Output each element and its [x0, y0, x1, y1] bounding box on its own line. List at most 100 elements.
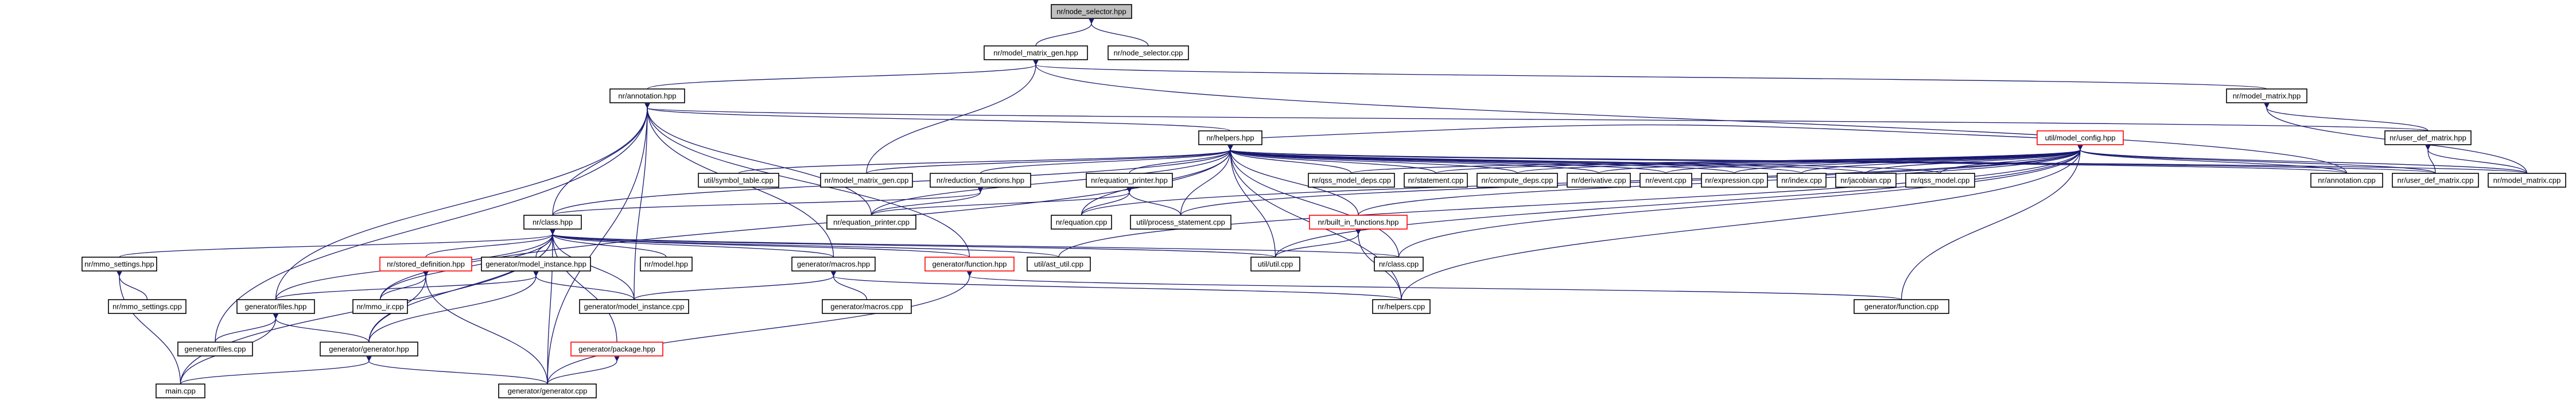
edge-event-cpp-to-model-config-hpp [1665, 145, 2083, 174]
node-label: generator/macros.cpp [830, 303, 903, 311]
edge-user-def-matrix-hpp-to-annotation-hpp [644, 103, 2429, 131]
node-helpers-hpp[interactable]: nr/helpers.hpp [1198, 130, 1262, 145]
node-box [1130, 215, 1231, 230]
node-helpers-cpp[interactable]: nr/helpers.cpp [1372, 299, 1431, 314]
node-user-def-matrix-cpp[interactable]: nr/user_def_matrix.cpp [2392, 173, 2479, 188]
node-event-cpp[interactable]: nr/event.cpp [1639, 173, 1692, 188]
node-equation-printer-cpp[interactable]: nr/equation_printer.cpp [826, 215, 916, 230]
node-box [698, 173, 779, 188]
node-annotation-hpp[interactable]: nr/annotation.hpp [609, 88, 685, 103]
node-ast-util-cpp[interactable]: util/ast_util.cpp [1027, 257, 1091, 272]
node-label: nr/expression.cpp [1705, 176, 1764, 185]
node-equation-printer-hpp[interactable]: nr/equation_printer.hpp [1086, 173, 1173, 188]
node-model-hpp[interactable]: nr/model.hpp [640, 257, 693, 272]
node-box [379, 257, 472, 272]
node-label: generator/generator.hpp [329, 345, 409, 354]
node-box [1308, 173, 1395, 188]
node-symbol-table-cpp[interactable]: util/symbol_table.cpp [698, 173, 779, 188]
node-label: nr/stored_definition.hpp [387, 260, 465, 269]
node-gen-generator-hpp[interactable]: generator/generator.hpp [320, 342, 418, 356]
edge-gen-macros-hpp-to-class-hpp [550, 229, 834, 258]
node-box [791, 257, 876, 272]
node-statement-cpp[interactable]: nr/statement.cpp [1404, 173, 1468, 188]
edge-util-cpp-to-class-hpp [549, 229, 1276, 258]
edge-symbol-table-cpp-to-helpers-hpp [738, 145, 1233, 174]
node-label: generator/macros.hpp [797, 260, 870, 269]
edge-qss-model-cpp-to-model-config-hpp [1940, 145, 2083, 174]
edge-expression-cpp-to-model-config-hpp [1734, 145, 2083, 174]
node-box [177, 342, 253, 356]
node-gen-function-cpp[interactable]: generator/function.cpp [1854, 299, 1949, 314]
node-box [822, 299, 912, 314]
node-class-hpp[interactable]: nr/class.hpp [523, 215, 582, 230]
node-class-cpp[interactable]: nr/class.cpp [1374, 257, 1424, 272]
node-annotation-cpp[interactable]: nr/annotation.cpp [2310, 173, 2383, 188]
node-main-cpp[interactable]: main.cpp [156, 383, 205, 398]
node-util-cpp[interactable]: util/util.cpp [1250, 257, 1300, 272]
node-model-matrix-gen-cpp[interactable]: nr/model_matrix_gen.cpp [820, 173, 913, 188]
node-gen-macros-cpp[interactable]: generator/macros.cpp [822, 299, 912, 314]
node-box [1086, 173, 1173, 188]
node-box [1374, 257, 1424, 272]
node-label: nr/class.cpp [1379, 260, 1419, 269]
node-gen-package-hpp[interactable]: generator/package.hpp [570, 342, 663, 356]
node-label: nr/mmo_ir.cpp [356, 303, 403, 311]
node-built-in-functions-hpp[interactable]: nr/built_in_functions.hpp [1309, 215, 1408, 230]
node-label: util/symbol_table.cpp [704, 176, 773, 185]
node-mmo-settings-cpp[interactable]: nr/mmo_settings.cpp [108, 299, 187, 314]
edge-annotation-cpp-to-model-config-hpp [2077, 145, 2348, 174]
edge-jacobian-cpp-to-model-config-hpp [1865, 145, 2083, 174]
node-user-def-matrix-hpp[interactable]: nr/user_def_matrix.hpp [2384, 130, 2472, 145]
node-gen-files-cpp[interactable]: generator/files.cpp [177, 342, 253, 356]
node-label: nr/event.cpp [1645, 176, 1687, 185]
edge-reduction-functions-hpp-to-helpers-hpp [980, 145, 1233, 174]
edge-gen-generator-cpp-to-gen-generator-hpp [366, 356, 548, 385]
edge-model-matrix-gen-cpp-to-helpers-hpp [866, 145, 1233, 174]
node-box [640, 257, 693, 272]
node-mmo-ir-cpp[interactable]: nr/mmo_ir.cpp [352, 299, 408, 314]
node-gen-function-hpp[interactable]: generator/function.hpp [924, 257, 1015, 272]
node-box [820, 173, 913, 188]
node-box [1051, 4, 1132, 19]
edge-gen-model-instance-cpp-to-gen-macros-hpp [634, 271, 837, 300]
node-box [108, 299, 187, 314]
node-qss-model-cpp[interactable]: nr/qss_model.cpp [1905, 173, 1975, 188]
node-expression-cpp[interactable]: nr/expression.cpp [1701, 173, 1768, 188]
node-model-config-hpp[interactable]: util/model_config.hpp [2037, 130, 2124, 145]
node-gen-generator-cpp[interactable]: generator/generator.cpp [498, 383, 597, 398]
node-node-selector-cpp[interactable]: nr/node_selector.cpp [1108, 45, 1189, 60]
node-box [1250, 257, 1300, 272]
edge-helpers-cpp-to-gen-macros-hpp [830, 271, 1402, 300]
edge-user-def-matrix-cpp-to-model-config-hpp [2077, 145, 2436, 174]
node-model-matrix-cpp[interactable]: nr/model_matrix.cpp [2488, 173, 2566, 188]
node-index-cpp[interactable]: nr/index.cpp [1777, 173, 1827, 188]
node-stored-definition-hpp[interactable]: nr/stored_definition.hpp [379, 257, 472, 272]
node-model-matrix-hpp[interactable]: nr/model_matrix.hpp [2226, 88, 2307, 103]
edge-ast-util-cpp-to-class-hpp [550, 229, 1059, 258]
edge-equation-cpp-to-equation-printer-hpp [1081, 187, 1132, 216]
node-gen-model-instance-hpp[interactable]: generator/model_instance.hpp [481, 257, 591, 272]
node-label: nr/node_selector.cpp [1114, 49, 1183, 57]
edge-equation-printer-cpp-to-reduction-functions-hpp [871, 187, 984, 216]
node-compute-deps-cpp[interactable]: nr/compute_deps.cpp [1477, 173, 1558, 188]
node-box [1835, 173, 1897, 188]
node-mmo-settings-hpp[interactable]: nr/mmo_settings.hpp [81, 257, 157, 272]
node-label: generator/model_instance.cpp [584, 303, 685, 311]
node-node-matrix-gen-hpp[interactable]: nr/model_matrix_gen.hpp [984, 45, 1088, 60]
node-process-statement-cpp[interactable]: util/process_statement.cpp [1130, 215, 1231, 230]
node-reduction-functions-hpp[interactable]: nr/reduction_functions.hpp [930, 173, 1031, 188]
node-label: nr/statement.cpp [1408, 176, 1464, 185]
node-gen-macros-hpp[interactable]: generator/macros.hpp [791, 257, 876, 272]
node-label: nr/equation.cpp [1056, 218, 1108, 227]
node-derivative-cpp[interactable]: nr/derivative.cpp [1567, 173, 1631, 188]
node-equation-cpp[interactable]: nr/equation.cpp [1051, 215, 1112, 230]
node-jacobian-cpp[interactable]: nr/jacobian.cpp [1835, 173, 1897, 188]
node-label: generator/files.hpp [245, 303, 307, 311]
node-gen-files-hpp[interactable]: generator/files.hpp [236, 299, 315, 314]
node-qss-model-deps-cpp[interactable]: nr/qss_model_deps.cpp [1308, 173, 1395, 188]
node-label: util/ast_util.cpp [1034, 260, 1083, 269]
node-label: nr/built_in_functions.hpp [1318, 218, 1399, 227]
node-label: nr/helpers.cpp [1378, 303, 1425, 311]
node-gen-model-instance-cpp[interactable]: generator/model_instance.cpp [579, 299, 689, 314]
node-box [320, 342, 418, 356]
